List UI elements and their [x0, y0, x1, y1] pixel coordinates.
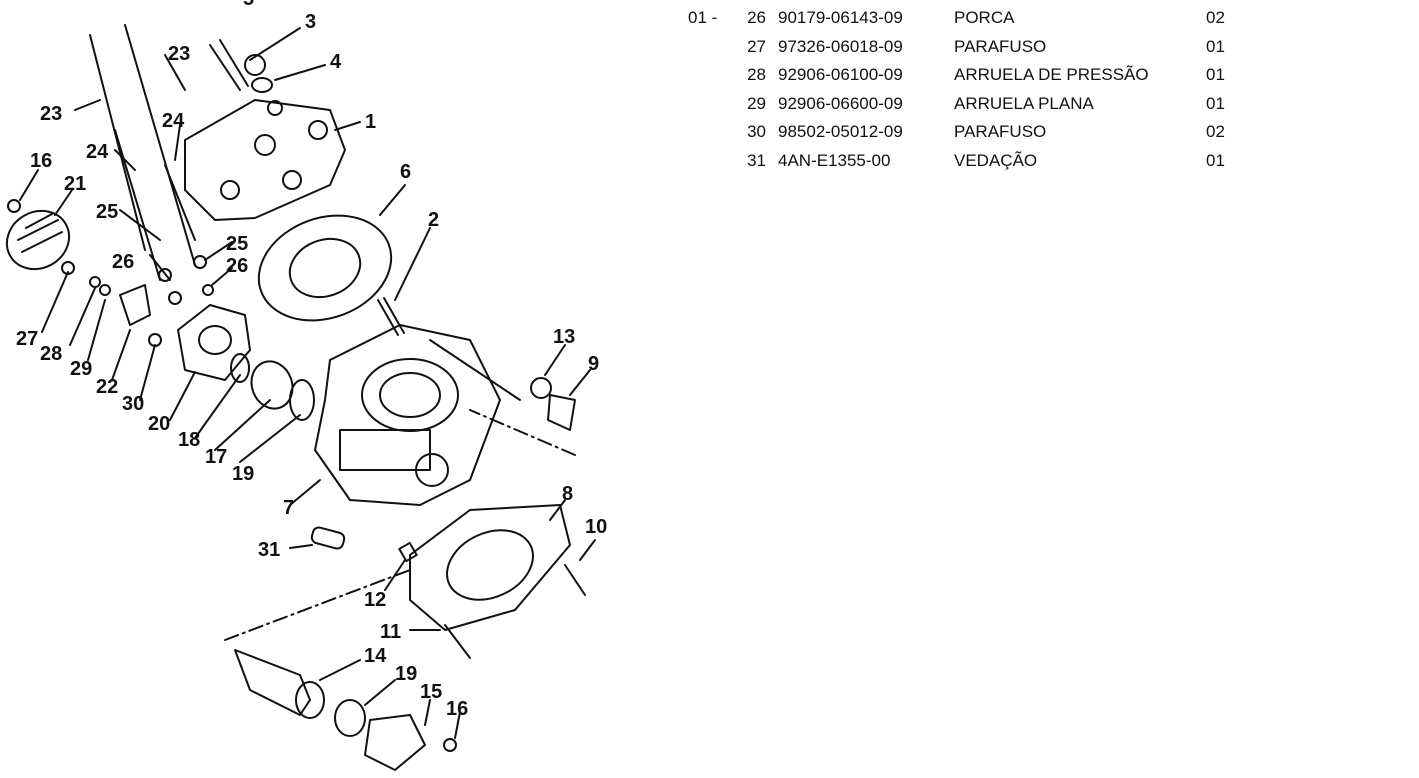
callout-19-lower: 19: [395, 663, 417, 685]
callout-29: 29: [70, 358, 92, 380]
head-gasket: [257, 214, 393, 322]
callout-18: 18: [178, 429, 200, 451]
exploded-parts-diagram: 1 2 3 4 5 6 7 8 9 10 11 12 13 14 15 16 1…: [5, 0, 607, 771]
part-description: ARRUELA PLANA: [954, 93, 1094, 113]
oil-cover: [5, 209, 71, 271]
part-description: PARAFUSO: [954, 122, 1047, 141]
stud-bolt: [377, 299, 399, 336]
callout-22: 22: [96, 376, 118, 398]
group-label: 01 -: [688, 8, 718, 27]
callout-6: 6: [400, 161, 411, 183]
item-number: 28: [747, 65, 766, 84]
cylinder-head: [184, 99, 346, 221]
callout-4: 4: [330, 51, 342, 73]
part-description: VEDAÇÃO: [954, 150, 1038, 170]
callout-25-right: 25: [226, 233, 248, 255]
part-description: PORCA: [954, 8, 1015, 27]
callout-5: 5: [243, 0, 254, 10]
part-code: 92906-06600-09: [778, 93, 903, 113]
part-quantity: 02: [1206, 122, 1225, 141]
base-gasket: [409, 504, 571, 631]
callout-17: 17: [205, 446, 227, 468]
item-number: 27: [747, 36, 766, 56]
callout-21: 21: [64, 173, 86, 195]
part-description: PARAFUSO: [954, 36, 1047, 56]
part-code: 4AN-E1355-00: [778, 150, 891, 170]
callout-31: 31: [258, 539, 280, 561]
pump-housing: [177, 304, 251, 381]
part-description: ARRUELA DE PRESSÃO: [954, 65, 1149, 84]
callout-23-right: 23: [168, 43, 190, 65]
callout-14: 14: [364, 645, 387, 667]
valve-shaft: [234, 649, 311, 716]
callout-16-left: 16: [30, 150, 52, 172]
callout-30: 30: [122, 393, 144, 415]
part-code: 90179-06143-09: [778, 8, 903, 27]
callout-24-left: 24: [86, 141, 109, 163]
part-code: 97326-06018-09: [778, 36, 903, 56]
callout-3: 3: [305, 11, 316, 33]
part-quantity: 01: [1206, 65, 1225, 84]
callout-25-left: 25: [96, 201, 118, 223]
callout-26-left: 26: [112, 251, 134, 273]
callout-13: 13: [553, 326, 575, 348]
callout-27: 27: [16, 328, 38, 350]
cylinder-block: [314, 324, 501, 506]
part-code: 92906-06100-09: [778, 65, 903, 84]
callout-8: 8: [562, 483, 573, 505]
bearing: [250, 360, 294, 410]
part-quantity: 02: [1206, 8, 1225, 27]
callout-28: 28: [40, 343, 62, 365]
part-quantity: 01: [1206, 36, 1225, 56]
part-quantity: 01: [1206, 93, 1225, 113]
part-code: 98502-05012-09: [778, 122, 903, 141]
callout-15: 15: [420, 681, 442, 703]
callout-16-bottom: 16: [446, 698, 468, 720]
item-number: 29: [747, 93, 766, 113]
callout-23-left: 23: [40, 103, 62, 125]
item-number: 26: [747, 8, 766, 27]
item-number: 30: [747, 122, 766, 141]
callout-10: 10: [585, 516, 607, 538]
callout-19-upper: 19: [232, 463, 254, 485]
callout-2: 2: [428, 209, 439, 231]
callout-labels: 1 2 3 4 5 6 7 8 9 10 11 12 13 14 15 16 1…: [16, 0, 607, 720]
part-quantity: 01: [1206, 150, 1225, 170]
item-number: 31: [747, 150, 766, 170]
callout-12: 12: [364, 589, 386, 611]
callout-7: 7: [283, 497, 294, 519]
callout-1: 1: [365, 111, 376, 133]
callout-26-right: 26: [226, 255, 248, 277]
callout-11: 11: [380, 621, 401, 643]
callout-20: 20: [148, 413, 170, 435]
callout-9: 9: [588, 353, 599, 375]
callout-24-right: 24: [162, 110, 185, 132]
